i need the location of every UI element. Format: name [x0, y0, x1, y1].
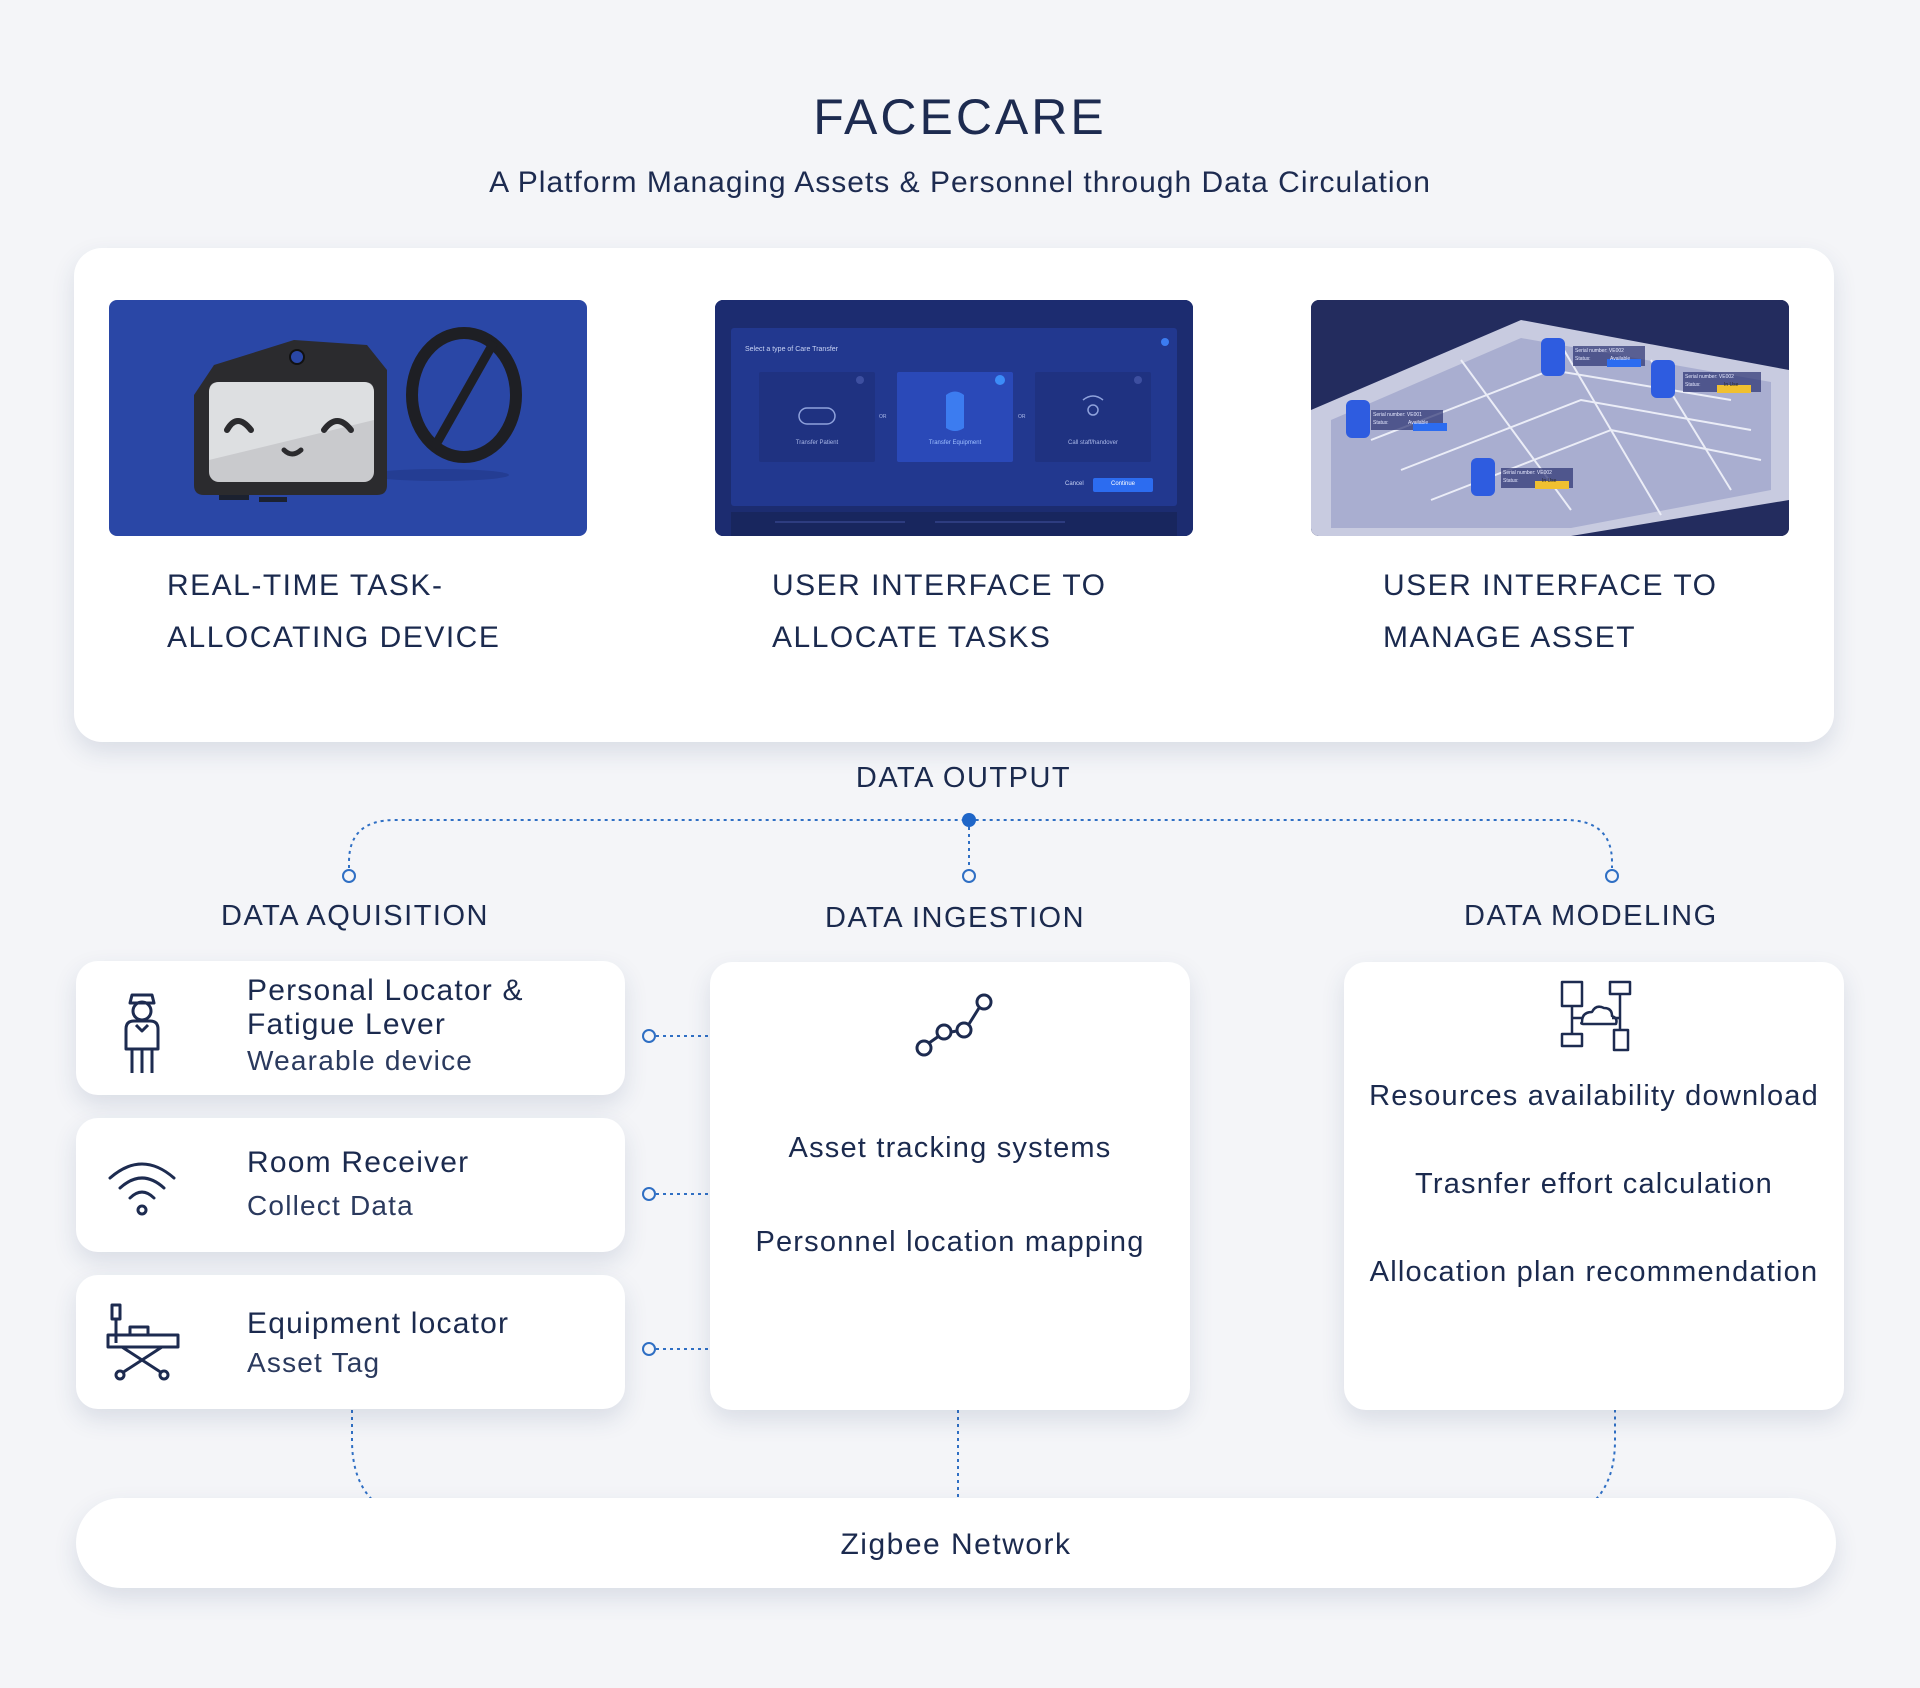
- hospital-bed-icon: [106, 1303, 180, 1381]
- face-device-icon: [109, 300, 587, 536]
- modeling-item-2: Trasnfer effort calculation: [1415, 1168, 1773, 1200]
- floor-plan-map-screenshot: Serial number: VE001 Status: Available S…: [1311, 300, 1789, 536]
- wifi-icon: [108, 1162, 176, 1216]
- source-card-equipment-locator: Equipment locator Asset Tag: [76, 1275, 625, 1409]
- ui-option-2: Transfer Equipment: [928, 440, 982, 446]
- ui-cancel-button: Cancel: [1065, 481, 1084, 487]
- source-title-1: Personal Locator &Fatigue Lever: [247, 974, 524, 1041]
- asset-tag-3: Serial number: VE002 Status: In Use: [1685, 374, 1739, 388]
- source-subtitle-1: Wearable device: [247, 1045, 474, 1076]
- asset-tag-1: Serial number: VE001 Status: Available: [1373, 412, 1429, 426]
- data-modeling-label: DATA MODELING: [1464, 900, 1718, 932]
- source-subtitle-3: Asset Tag: [247, 1347, 381, 1378]
- page-subtitle: A Platform Managing Assets & Personnel t…: [489, 166, 1431, 199]
- source-subtitle-2: Collect Data: [247, 1190, 414, 1221]
- source-card-personal-locator: Personal Locator &Fatigue Lever Wearable…: [76, 961, 625, 1095]
- output-label-device: REAL-TIME TASK-ALLOCATING DEVICE: [167, 569, 501, 654]
- asset-tag-2: Serial number: VE002 Status: Available: [1575, 348, 1631, 362]
- modeling-item-1: Resources availability download: [1369, 1080, 1819, 1112]
- nurse-person-icon: [124, 993, 160, 1073]
- source-title-3: Equipment locator: [247, 1307, 510, 1340]
- ui-option-3: Call staff/handover: [1068, 440, 1118, 446]
- modeling-card: Resources availability download Trasnfer…: [1344, 962, 1844, 1410]
- data-ingestion-label: DATA INGESTION: [825, 902, 1086, 934]
- ui-or-2: OR: [1018, 414, 1026, 420]
- ingestion-item-1: Asset tracking systems: [788, 1132, 1112, 1164]
- zigbee-network-bar: Zigbee Network: [76, 1498, 1836, 1588]
- ui-or-1: OR: [879, 414, 887, 420]
- ui-heading: Select a type of Care Transfer: [745, 346, 838, 353]
- care-transfer-ui-screenshot: Select a type of Care Transfer Transfer …: [715, 300, 1193, 536]
- ingestion-card: Asset tracking systems Personnel locatio…: [710, 962, 1190, 1410]
- source-card-room-receiver: Room Receiver Collect Data: [76, 1118, 625, 1252]
- asset-tag-4: Serial number: VE002 Status: In Use: [1503, 470, 1557, 484]
- ingestion-item-2: Personnel location mapping: [755, 1226, 1145, 1258]
- cloud-network-icon: [1560, 980, 1632, 1052]
- data-chain-icon: [915, 993, 993, 1057]
- ui-option-1: Transfer Patient: [795, 440, 839, 446]
- modeling-item-3: Allocation plan recommendation: [1369, 1256, 1819, 1288]
- zigbee-network-label: Zigbee Network: [840, 1528, 1072, 1561]
- data-acquisition-label: DATA AQUISITION: [221, 900, 489, 932]
- data-output-label: DATA OUTPUT: [855, 762, 1072, 794]
- source-title-2: Room Receiver: [247, 1146, 470, 1179]
- ui-continue-button: Continue: [1110, 481, 1136, 487]
- page-title: FACECARE: [813, 89, 1107, 145]
